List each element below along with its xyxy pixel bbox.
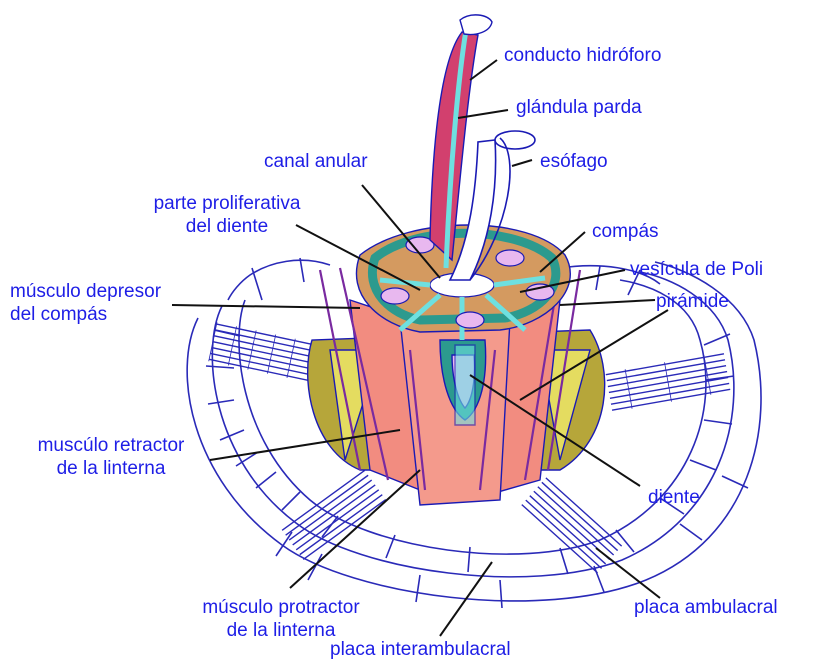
label-parte-proliferativa-line1: parte proliferativa — [126, 192, 328, 215]
label-musculo-protractor: músculo protractor de la linterna — [180, 596, 382, 642]
label-parte-proliferativa: parte proliferativa del diente — [126, 192, 328, 238]
label-placa-interambulacral: placa interambulacral — [330, 638, 511, 661]
label-diente: diente — [648, 486, 700, 509]
leader-depresor — [172, 305, 360, 308]
label-musculo-retractor-line1: muscúlo retractor — [16, 434, 206, 457]
poli-vesicle-2 — [496, 250, 524, 266]
label-musculo-depresor-line1: músculo depresor — [10, 280, 161, 303]
leader-esofago — [512, 160, 532, 166]
poli-vesicle-4 — [381, 288, 409, 304]
label-musculo-retractor-line2: de la linterna — [16, 457, 206, 480]
hydropore-cap — [460, 15, 492, 35]
label-glandula-parda: glándula parda — [516, 96, 642, 119]
label-musculo-protractor-line1: músculo protractor — [180, 596, 382, 619]
poli-vesicle-5 — [456, 312, 484, 328]
label-conducto-hidroforo: conducto hidróforo — [504, 44, 661, 67]
label-parte-proliferativa-line2: del diente — [126, 215, 328, 238]
label-esofago: esófago — [540, 150, 608, 173]
leader-ambulacral — [596, 548, 660, 598]
label-musculo-depresor-line2: del compás — [10, 303, 161, 326]
label-musculo-retractor: muscúlo retractor de la linterna — [16, 434, 206, 480]
label-placa-ambulacral: placa ambulacral — [634, 596, 778, 619]
leader-protractor — [290, 470, 420, 588]
label-canal-anular: canal anular — [264, 150, 368, 173]
label-piramide: pirámide — [656, 290, 729, 313]
label-compas: compás — [592, 220, 659, 243]
label-vesicula-poli: vesícula de Poli — [630, 258, 763, 281]
label-musculo-depresor: músculo depresor del compás — [10, 280, 161, 326]
